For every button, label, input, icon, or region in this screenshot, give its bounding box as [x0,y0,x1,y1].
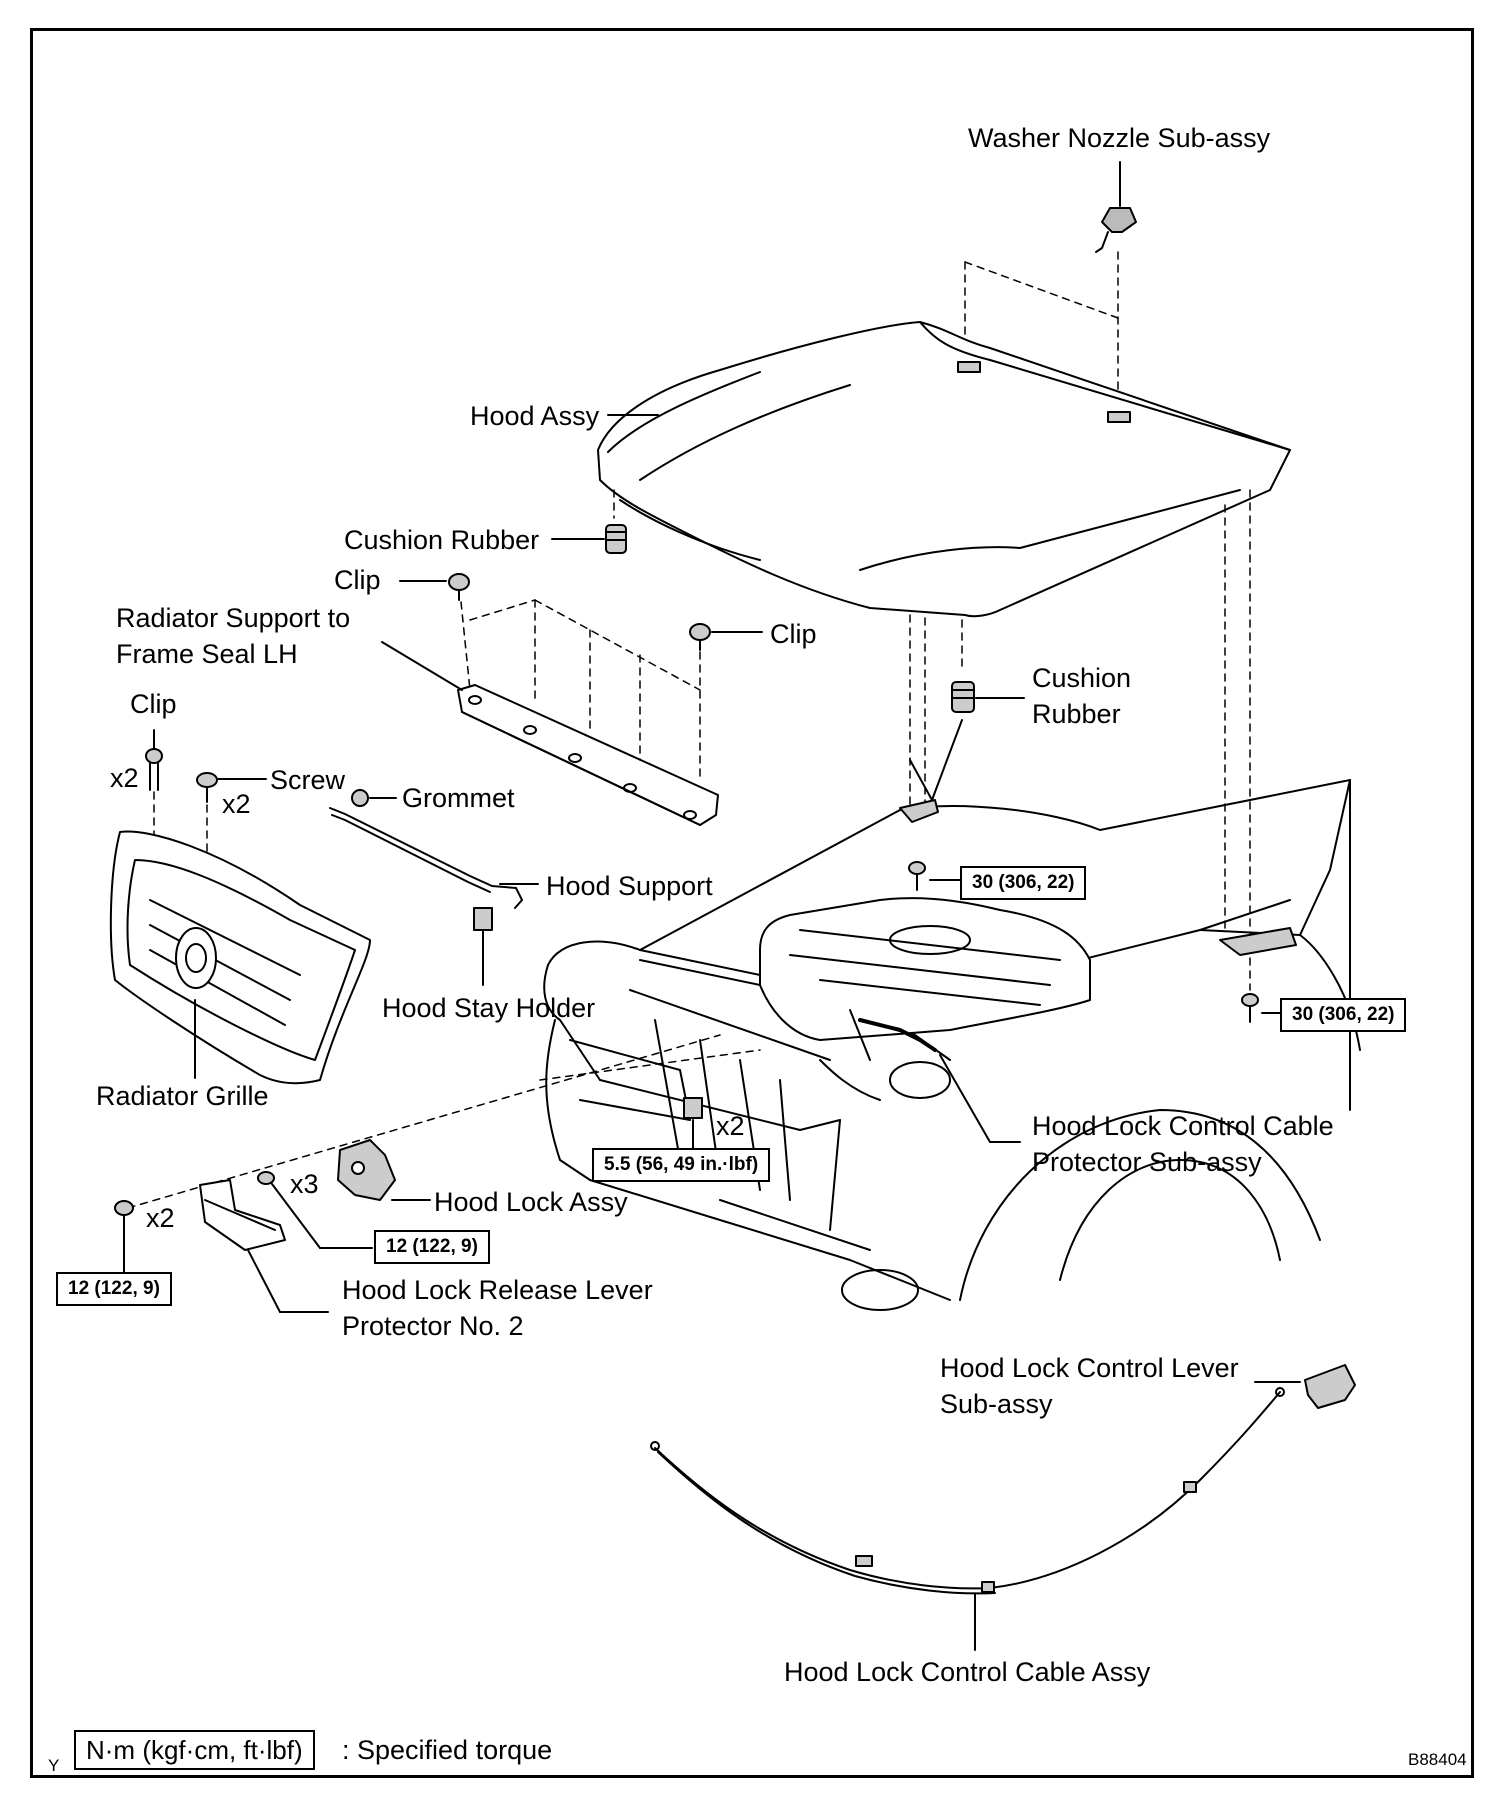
release-lever-bolt [114,1200,134,1273]
torque-hinge-left: 30 (306, 22) [960,866,1087,900]
hinge-bolt-left [908,861,961,891]
label-hood-stay-holder: Hood Stay Holder [382,993,596,1023]
label-hood-lock-release-protector-2: Protector No. 2 [342,1311,524,1341]
hood-lock-control-cable-part [650,1387,1285,1651]
label-hood-assy: Hood Assy [470,401,600,431]
radiator-grille-part [109,830,371,1085]
qty-screw: x2 [222,789,251,819]
cushion-rubber-top-part [551,524,627,554]
hood-panel [597,321,1291,618]
label-radiator-support-seal-2: Frame Seal LH [116,639,298,669]
hood-lock-bolt [257,1171,373,1249]
qty-release-lever-bolts: x2 [146,1203,175,1233]
label-hood-lock-assy: Hood Lock Assy [434,1187,628,1217]
radiator-support-seal-part [381,641,719,826]
label-hood-lock-control-cable-assy: Hood Lock Control Cable Assy [784,1657,1151,1687]
clip-left-part [145,729,163,791]
vehicle-body [543,779,1361,1311]
legend-description: : Specified torque [342,1735,553,1765]
label-radiator-support-seal-1: Radiator Support to [116,603,351,633]
figure-code: B88404 [1408,1750,1467,1769]
qty-hood-lock-bolts: x3 [290,1169,319,1199]
label-hood-lock-control-lever-1: Hood Lock Control Lever [940,1353,1239,1383]
clip-right-part [689,623,763,651]
label-cushion-rubber-right-1: Cushion [1032,663,1132,693]
screw-part [196,772,267,803]
label-hood-lock-control-lever-2: Sub-assy [940,1389,1053,1419]
hood-hinge-left [899,719,963,823]
label-hood-lock-cable-protector-1: Hood Lock Control Cable [1032,1111,1334,1141]
hood-lock-assy-part [337,1139,431,1201]
label-grommet: Grommet [402,783,515,813]
hood-lock-cable-protector-part [858,1018,1021,1143]
label-cushion-rubber-top: Cushion Rubber [344,525,540,555]
radiator-support-bolt [683,1097,703,1151]
release-lever-protector-part [199,1179,329,1313]
grommet-part [351,789,397,807]
washer-nozzle-part [1095,161,1137,253]
legend-marker: Y [48,1756,60,1775]
qty-clip-left: x2 [110,763,139,793]
label-hood-lock-release-protector-1: Hood Lock Release Lever [342,1275,653,1305]
legend-unit-box: N·m (kgf·cm, ft·lbf) [74,1730,315,1770]
label-washer-nozzle: Washer Nozzle Sub-assy [968,123,1271,153]
hood-hinge-right [1219,927,1297,956]
hood-stay-holder-part [473,907,493,986]
torque-hood-lock: 12 (122, 9) [374,1230,490,1264]
label-radiator-grille: Radiator Grille [96,1081,269,1111]
torque-radiator-support: 5.5 (56, 49 in.·lbf) [592,1148,771,1182]
diagram-frame [30,28,1474,1778]
hinge-bolt-right [1241,993,1281,1023]
label-clip-top: Clip [334,565,381,595]
clip-top-part [399,573,470,601]
cushion-rubber-right-part [951,681,1025,713]
label-clip-right: Clip [770,619,817,649]
hood-lock-control-lever-part [1254,1364,1356,1409]
label-screw: Screw [270,765,346,795]
hood-support-part [329,807,539,909]
label-hood-lock-cable-protector-2: Protector Sub-assy [1032,1147,1262,1177]
label-hood-support: Hood Support [546,871,713,901]
qty-radiator-bolts: x2 [716,1111,745,1141]
label-clip-left: Clip [130,689,177,719]
torque-release-lever: 12 (122, 9) [56,1272,172,1306]
label-cushion-rubber-right-2: Rubber [1032,699,1121,729]
torque-hinge-right: 30 (306, 22) [1280,998,1407,1032]
